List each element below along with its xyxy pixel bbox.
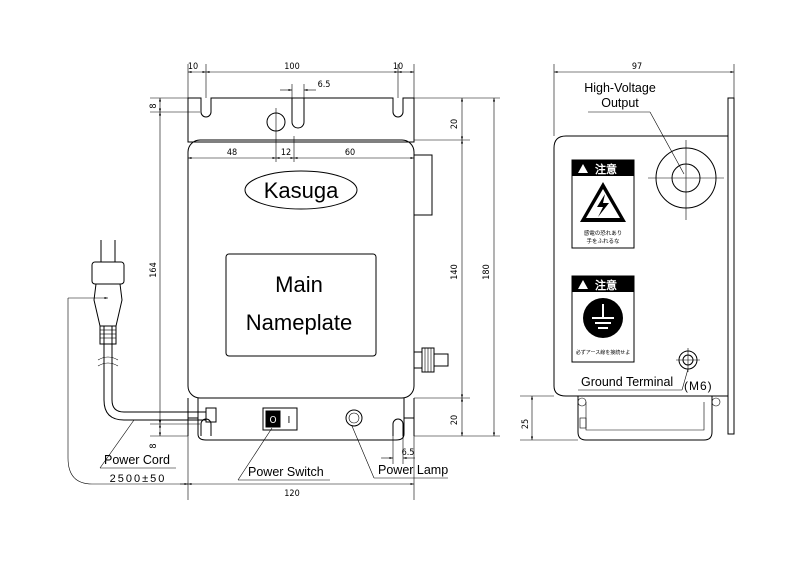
side-base [577,396,713,441]
dim-top-left-gap: 8 [149,103,159,108]
dim-top-left-tab: 10 [188,62,198,72]
warning-2-line1: 必ずアース線を接続せよ [576,349,630,356]
dim-overall-height: 180 [482,264,492,279]
warning-2-title: 注意 [595,278,617,292]
power-lamp [345,409,363,427]
dim-side-base-height: 25 [521,419,531,429]
callout-ground-thread: (M6) [684,379,713,393]
power-switch[interactable] [262,407,298,431]
dim-left-offset: 48 [227,148,237,158]
callout-power-lamp: Power Lamp [378,463,448,477]
nameplate-line2: Nameplate [246,310,352,335]
switch-off-mark: O [269,415,276,426]
bottom-base [197,398,405,441]
callout-ground-terminal: Ground Terminal [581,375,673,389]
warning-label-electric: 注意 感電の恐れあり 手をふれるな [571,159,635,249]
switch-on-mark: I [288,415,291,426]
hv-connector [413,347,449,373]
mounting-plate [187,97,415,143]
warning-1-line1: 感電の恐れあり [584,229,623,237]
dim-bottom-width: 120 [284,489,299,499]
dim-bottom-margin-right: 20 [450,415,460,425]
warning-1-line2: 手をふれるな [586,237,620,245]
side-body [553,135,728,397]
side-mounting-plate [727,97,735,435]
callout-hv-output-line2: Output [601,96,639,110]
side-view: 注意 感電の恐れあり 手をふれるな 注意 必ずアース線を接続せよ [520,62,735,441]
dim-side-depth: 97 [632,62,642,72]
dim-bottom-left-gap: 8 [149,443,159,448]
nameplate-line1: Main [275,272,323,297]
main-body [187,139,415,399]
warning-1-title: 注意 [595,162,617,176]
dim-top-right-tab: 10 [393,62,403,72]
dim-body-height: 140 [450,264,460,279]
power-plug [91,240,125,345]
bottom-slot-right [392,418,404,436]
dim-right-offset: 60 [345,148,355,158]
power-cord-line [111,326,206,413]
cord-exit [205,407,217,423]
front-view: Kasuga Main Nameplate O I [67,62,500,500]
callout-hv-output-line1: High-Voltage [584,81,656,95]
dim-top-margin-right: 20 [450,119,460,129]
dim-slot-offset: 12 [281,148,291,158]
main-nameplate [225,253,377,357]
side-tab [413,154,433,216]
callout-power-cord: Power Cord [104,453,170,467]
warning-label-ground: 注意 必ずアース線を接続せよ [571,275,635,363]
dim-cord-length: 2500±50 [110,473,167,485]
brand-logo [244,170,358,210]
brand-logo-text: Kasuga [264,178,339,203]
dim-top-width: 100 [284,62,299,72]
dim-left-height: 164 [149,262,159,277]
dim-bottom-slot-width: 6.5 [402,448,415,458]
callout-power-switch: Power Switch [248,465,324,479]
keyhole-slot [291,98,305,129]
dim-slot-width: 6.5 [318,80,331,90]
